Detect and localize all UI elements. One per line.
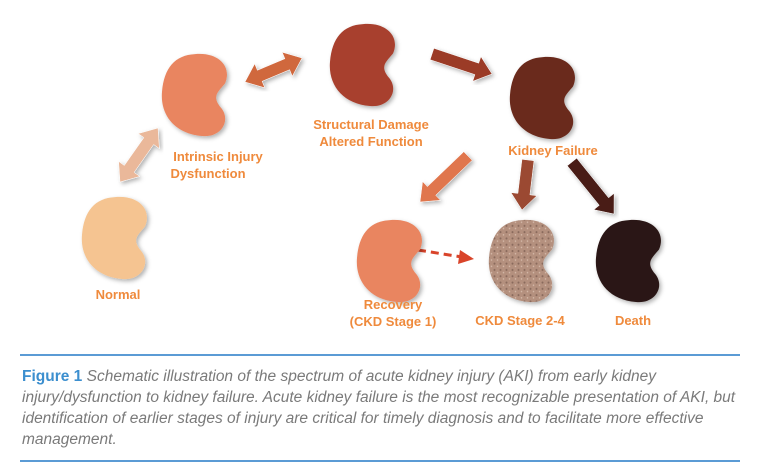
label-structural-2: Altered Function [319,134,423,149]
kidney-ckd-icon [488,219,554,303]
label-structural-1: Structural Damage [313,117,429,132]
kidney-structural-damage-icon [329,23,395,107]
figure-label: Figure 1 [22,368,83,385]
caption-bottom-rule [20,460,740,462]
label-recovery-2: (CKD Stage 1) [349,314,437,329]
label-ckd: CKD Stage 2-4 [475,313,565,328]
dashed-arrow-recovery-ckd-icon [417,248,463,259]
kidney-recovery-icon [356,219,422,303]
arrow-failure-ckd-icon [510,159,538,211]
label-intrinsic-2: Dysfunction [170,166,246,181]
label-recovery-1: Recovery [363,297,423,312]
figure-caption: Figure 1 Schematic illustration of the s… [22,366,742,450]
arrow-failure-death-icon [566,157,615,215]
arrow-intrinsic-structural-icon [244,51,303,89]
dashed-arrow-head-icon [458,250,474,264]
kidney-death-icon [595,219,661,303]
kidney-normal-icon [81,196,147,280]
kidney-failure-icon [509,56,575,140]
kidney-intrinsic-injury-icon [161,53,227,137]
label-kidney-failure: Kidney Failure [508,143,598,158]
label-intrinsic-1: Intrinsic Injury [173,149,263,164]
caption-text: Schematic illustration of the spectrum o… [22,368,736,448]
arrow-structural-failure-icon [429,47,493,82]
caption-top-rule [20,354,740,356]
arrow-normal-intrinsic-icon [118,127,160,183]
arrow-failure-recovery-icon [419,151,473,203]
label-death: Death [614,313,652,328]
label-normal: Normal [95,287,141,302]
